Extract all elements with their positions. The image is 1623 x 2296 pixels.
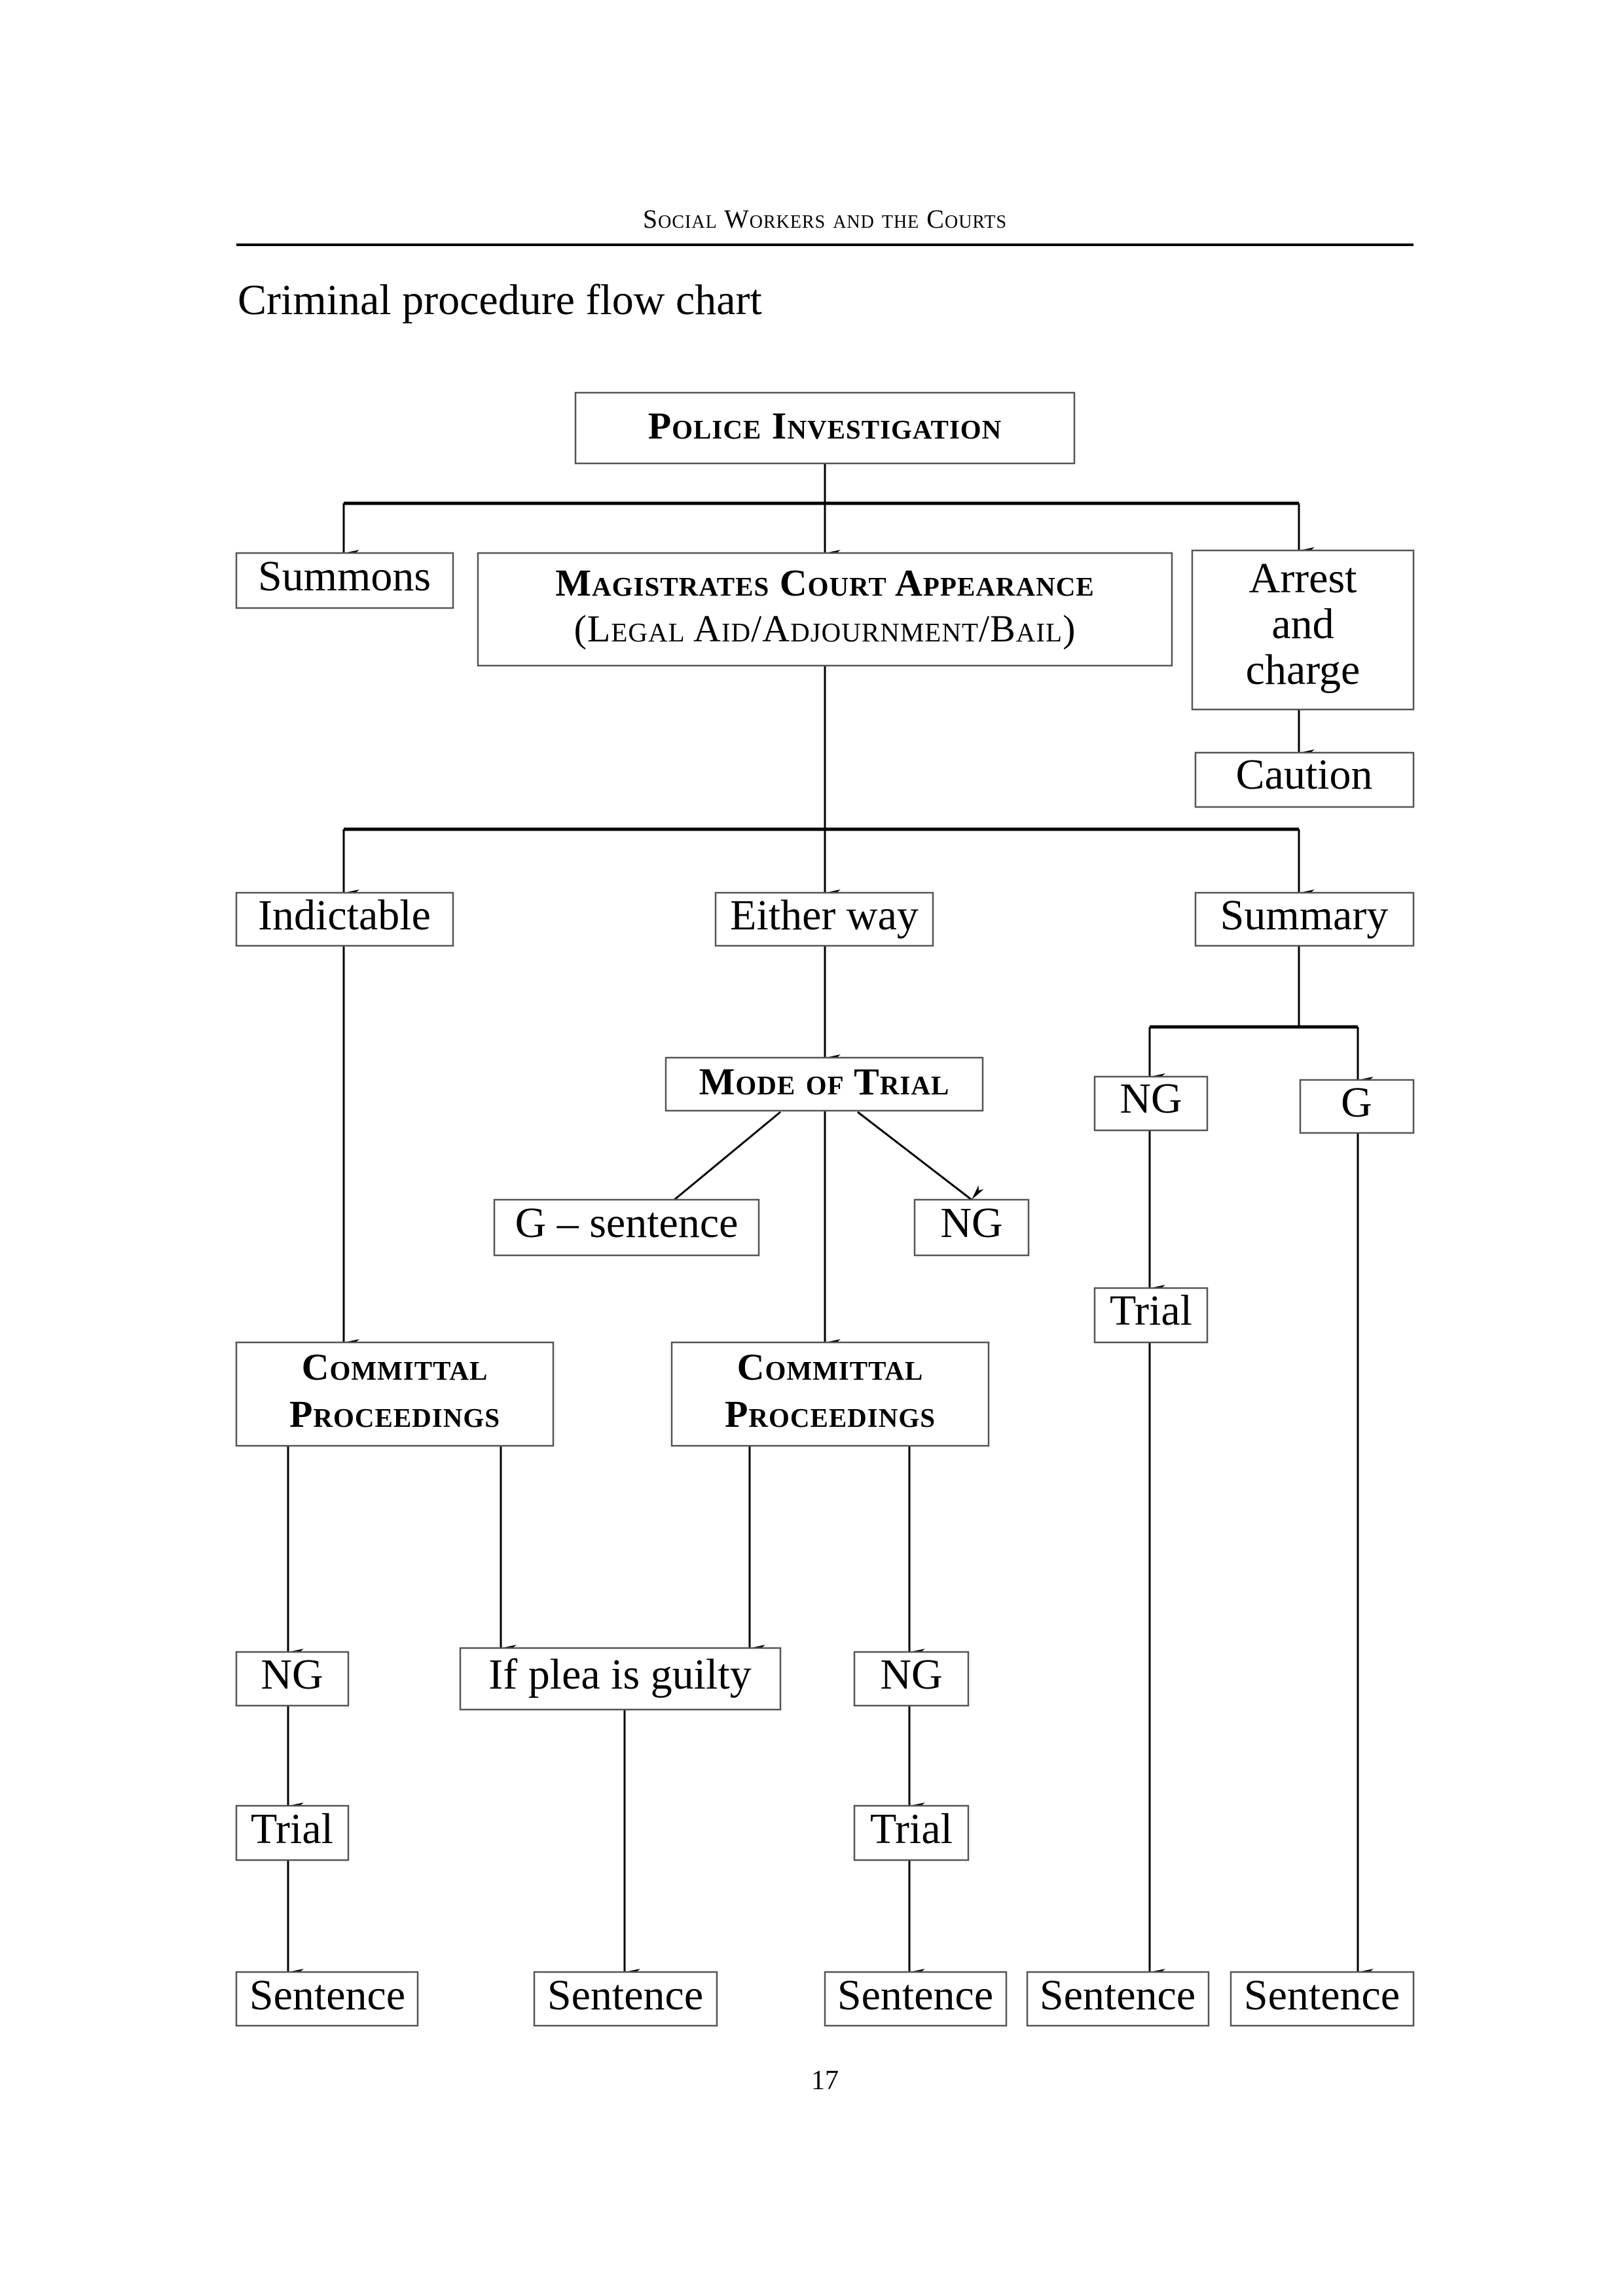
node-label: NG: [880, 1651, 942, 1698]
node-summary: Summary: [1194, 891, 1415, 947]
node-label-line1: Magistrates Court Appearance: [555, 562, 1094, 604]
node-label: Trial: [251, 1805, 333, 1853]
node-label-line2: (Legal Aid/Adjournment/Bail): [574, 607, 1076, 650]
node-police-investigation: Police Investigation: [574, 391, 1076, 465]
node-trial-left: Trial: [235, 1804, 350, 1861]
node-label: Caution: [1236, 751, 1373, 798]
node-label: NG: [261, 1651, 323, 1698]
node-label: Mode of Trial: [699, 1060, 950, 1103]
node-label: Either way: [730, 891, 919, 939]
node-trial-mid: Trial: [853, 1804, 970, 1861]
node-g-sentence: G – sentence: [493, 1198, 760, 1257]
node-mode-ng: NG: [913, 1198, 1030, 1257]
node-ng-left: NG: [235, 1651, 350, 1707]
node-summons: Summons: [235, 552, 454, 609]
node-label-line1: Arrest: [1249, 554, 1357, 602]
node-label: Trial: [1110, 1287, 1192, 1335]
node-label: If plea is guilty: [488, 1651, 751, 1698]
page-title: Criminal procedure flow chart: [238, 276, 762, 324]
node-committal-proceedings-left: Committal Proceedings: [235, 1341, 555, 1447]
node-summary-ng: NG: [1093, 1075, 1209, 1132]
node-indictable: Indictable: [235, 891, 454, 947]
arrow-to-mode-ng: [857, 1111, 984, 1201]
node-sentence-3: Sentence: [824, 1971, 1008, 2027]
node-ng-mid: NG: [853, 1651, 970, 1707]
node-label: G: [1341, 1079, 1372, 1126]
node-label: G – sentence: [515, 1199, 739, 1247]
node-committal-proceedings-mid: Committal Proceedings: [670, 1341, 990, 1447]
node-label: Sentence: [249, 1971, 405, 2019]
node-label-line2: Proceedings: [725, 1393, 936, 1435]
node-if-plea-is-guilty: If plea is guilty: [459, 1647, 782, 1711]
node-label-line1: Committal: [302, 1346, 488, 1388]
node-mode-of-trial: Mode of Trial: [665, 1056, 984, 1112]
node-label: Sentence: [1244, 1971, 1400, 2019]
node-label-line2: and: [1271, 600, 1334, 648]
node-label: Sentence: [1040, 1971, 1195, 2019]
node-summary-trial: Trial: [1093, 1287, 1209, 1344]
running-header: Social Workers and the Courts: [643, 204, 1007, 234]
node-arrest-and-charge: Arrest and charge: [1191, 549, 1415, 711]
node-label: Sentence: [837, 1971, 993, 2019]
node-label: Summary: [1220, 891, 1389, 939]
node-sentence-1: Sentence: [235, 1971, 419, 2027]
node-label: NG: [1120, 1075, 1182, 1122]
node-label-line1: Committal: [737, 1346, 924, 1388]
node-label-line3: charge: [1246, 646, 1360, 694]
node-sentence-5: Sentence: [1230, 1971, 1415, 2027]
node-sentence-4: Sentence: [1026, 1971, 1210, 2027]
node-label: Police Investigation: [648, 404, 1002, 447]
page-number: 17: [811, 2066, 839, 2096]
connectors: [287, 463, 1374, 1975]
node-summary-g: G: [1299, 1079, 1415, 1134]
node-label: Indictable: [258, 891, 431, 939]
node-magistrates-court-appearance: Magistrates Court Appearance (Legal Aid/…: [477, 552, 1173, 667]
node-sentence-2: Sentence: [533, 1971, 718, 2027]
node-label: NG: [940, 1199, 1002, 1247]
node-label: Sentence: [547, 1971, 703, 2019]
arrow-to-g-sentence: [674, 1111, 781, 1214]
node-label-line2: Proceedings: [289, 1393, 500, 1435]
node-caution: Caution: [1194, 751, 1415, 808]
node-label: Trial: [870, 1805, 953, 1853]
node-either-way: Either way: [714, 891, 934, 947]
node-label: Summons: [258, 552, 431, 600]
